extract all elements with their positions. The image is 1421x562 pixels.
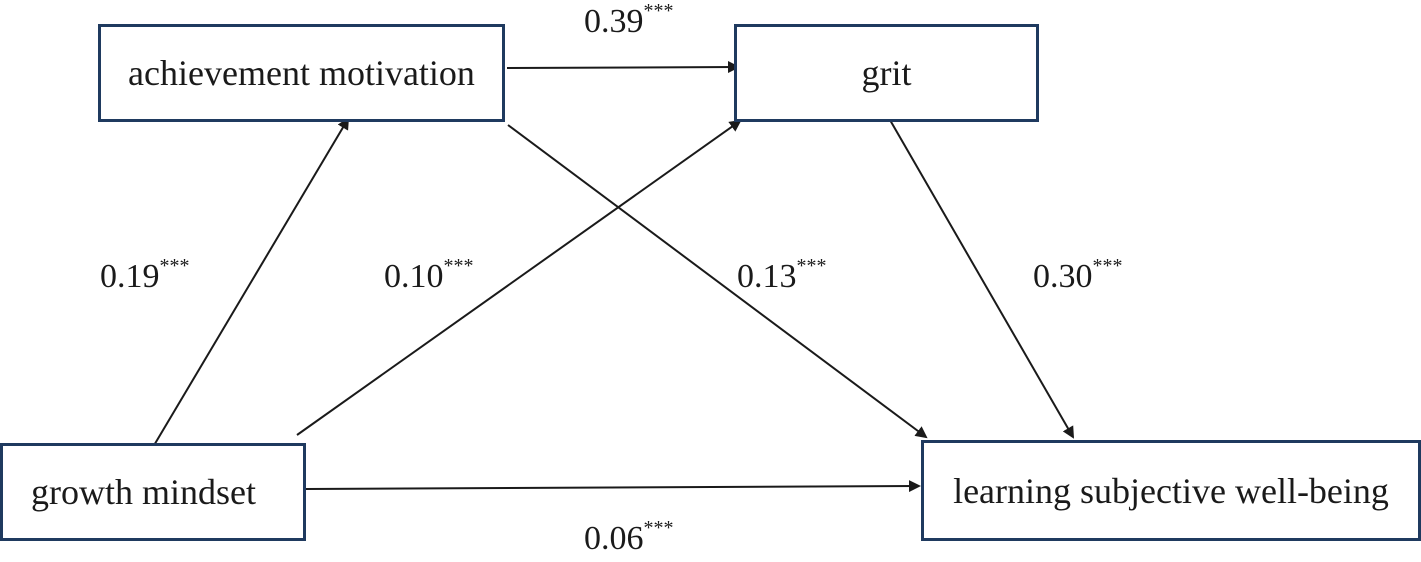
coef-value: 0.13 [737,258,797,295]
node-growth-mindset: growth mindset [0,443,306,541]
arrow-achievement-to-grit [506,61,740,74]
coef-significance: *** [159,255,190,277]
coef-significance: *** [643,517,674,539]
coef-growth-to-wellbeing: 0.06*** [584,518,674,557]
arrow-growth-to-grit [296,119,742,436]
coef-growth-to-achievement: 0.19*** [100,256,190,295]
coef-value: 0.06 [584,520,644,557]
node-achievement-motivation: achievement motivation [98,24,505,122]
arrow-growth-to-wellbeing [305,480,921,493]
node-learning-subjective-well-being: learning subjective well-being [921,440,1421,541]
arrow-grit-to-wellbeing [889,119,1074,439]
node-label: grit [861,53,912,93]
node-label: growth mindset [31,472,256,512]
coef-value: 0.39 [584,3,644,40]
coef-value: 0.10 [384,258,444,295]
coef-achievement-to-wellbeing: 0.13*** [737,256,827,295]
coef-achievement-to-grit: 0.39*** [584,1,674,40]
node-label: learning subjective well-being [953,470,1389,511]
arrow-achievement-to-wellbeing [507,124,928,439]
coef-value: 0.19 [100,258,160,295]
coef-significance: *** [643,0,674,22]
node-label: achievement motivation [128,53,475,93]
node-grit: grit [734,24,1039,122]
arrow-growth-to-achievement [152,117,350,448]
coef-significance: *** [796,255,827,277]
coef-grit-to-wellbeing: 0.30*** [1033,256,1123,295]
coef-value: 0.30 [1033,258,1093,295]
coef-growth-to-grit: 0.10*** [384,256,474,295]
coef-significance: *** [1092,255,1123,277]
coef-significance: *** [443,255,474,277]
